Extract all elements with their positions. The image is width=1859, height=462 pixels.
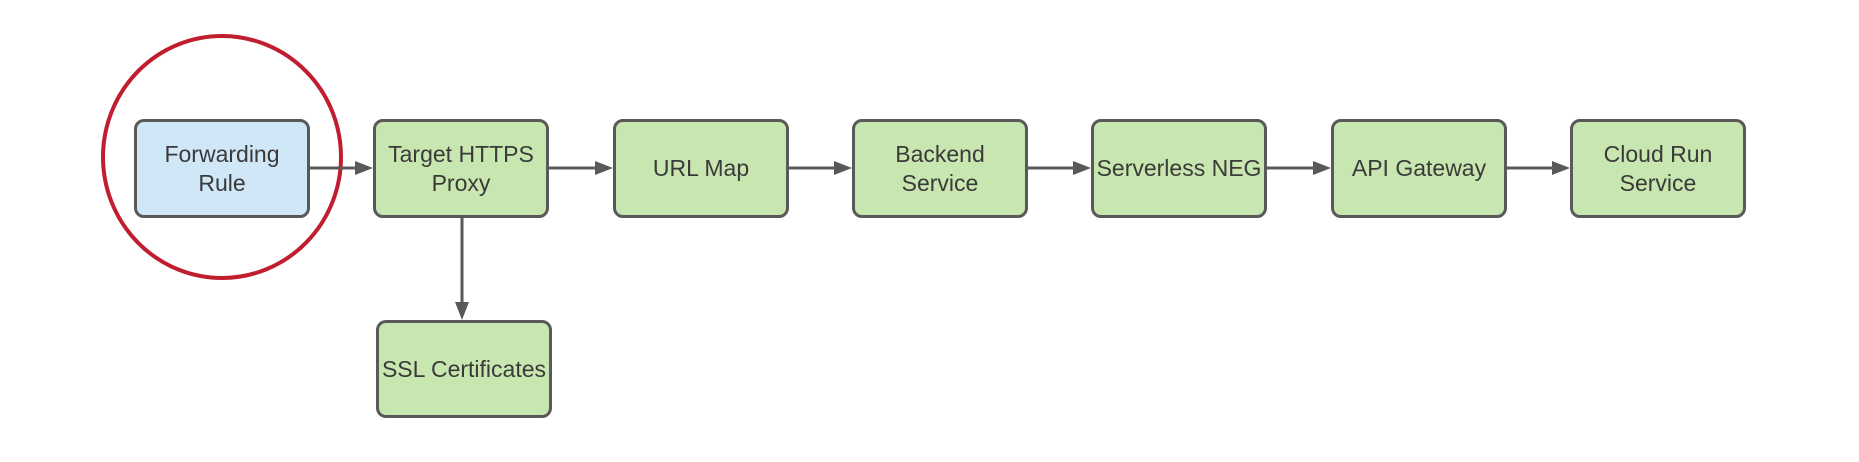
- node-ssl-certificates: SSL Certificates: [376, 320, 552, 418]
- node-label: Target HTTPS Proxy: [388, 140, 534, 196]
- arrow-api-gateway-to-cloud-run-service: [1507, 161, 1570, 175]
- node-target-https-proxy: Target HTTPS Proxy: [373, 119, 549, 218]
- node-serverless-neg: Serverless NEG: [1091, 119, 1267, 218]
- node-label: Serverless NEG: [1096, 155, 1262, 182]
- node-label: SSL Certificates: [381, 355, 547, 382]
- arrow-backend-service-to-serverless-neg: [1028, 161, 1091, 175]
- node-backend-service: Backend Service: [852, 119, 1028, 218]
- node-label: Backend Service: [895, 140, 985, 196]
- arrow-serverless-neg-to-api-gateway: [1267, 161, 1331, 175]
- node-label: Cloud Run Service: [1603, 140, 1713, 196]
- node-forwarding-rule: Forwarding Rule: [134, 119, 310, 218]
- arrow-target-https-proxy-to-ssl-certificates: [455, 218, 469, 320]
- arrow-target-https-proxy-to-url-map: [549, 161, 613, 175]
- node-url-map: URL Map: [613, 119, 789, 218]
- arrow-forwarding-rule-to-target-https-proxy: [310, 161, 373, 175]
- arrow-url-map-to-backend-service: [789, 161, 852, 175]
- node-label: URL Map: [652, 155, 750, 182]
- node-api-gateway: API Gateway: [1331, 119, 1507, 218]
- node-cloud-run-service: Cloud Run Service: [1570, 119, 1746, 218]
- node-label: API Gateway: [1351, 155, 1487, 182]
- node-label: Forwarding Rule: [164, 140, 280, 196]
